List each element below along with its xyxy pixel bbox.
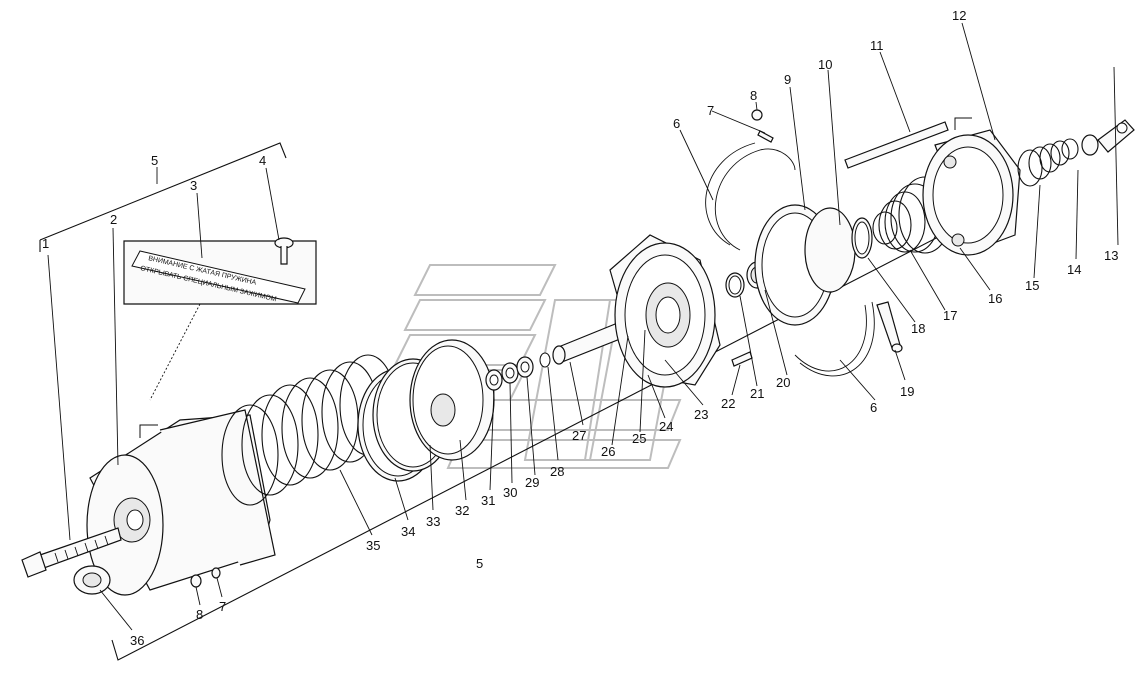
bolt-part-1 bbox=[21, 527, 122, 578]
callout-4: 4 bbox=[259, 153, 266, 168]
callout-15: 15 bbox=[1025, 278, 1039, 293]
callout-25: 25 bbox=[632, 431, 646, 446]
callout-11: 11 bbox=[870, 38, 884, 53]
callout-7-bottom: 7 bbox=[219, 599, 226, 614]
bolt-part-19 bbox=[876, 301, 903, 353]
ring-part-18 bbox=[851, 217, 873, 259]
chamber-cover-part-12 bbox=[922, 117, 1021, 256]
callout-18: 18 bbox=[911, 321, 925, 336]
rivet-part-4 bbox=[274, 237, 294, 265]
warning-plate: ВНИМАНИЕ С ЖАТАЯ ПРУЖИНА ОТКРЫВАТЬ СПЕЦИ… bbox=[123, 240, 317, 401]
nut-part-14 bbox=[1081, 134, 1099, 156]
callout-labels: 1 2 3 4 5 5 6 6 7 7 8 8 9 10 11 12 13 14… bbox=[42, 8, 1118, 648]
callout-5-bottom: 5 bbox=[476, 556, 483, 571]
callout-2: 2 bbox=[110, 212, 117, 227]
clamp-part-6-bottom bbox=[794, 301, 875, 377]
callout-1: 1 bbox=[42, 236, 49, 251]
callout-17: 17 bbox=[943, 308, 957, 323]
callout-12: 12 bbox=[952, 8, 966, 23]
callout-36: 36 bbox=[130, 633, 144, 648]
callout-21: 21 bbox=[750, 386, 764, 401]
callout-16: 16 bbox=[988, 291, 1002, 306]
callout-22: 22 bbox=[721, 396, 735, 411]
callout-26: 26 bbox=[601, 444, 615, 459]
callout-13: 13 bbox=[1104, 248, 1118, 263]
callout-5-top: 5 bbox=[151, 153, 158, 168]
cylinder-body-part-24 bbox=[609, 234, 721, 388]
callout-29: 29 bbox=[525, 475, 539, 490]
callout-28: 28 bbox=[550, 464, 564, 479]
rod-part-27 bbox=[552, 319, 631, 365]
callout-30: 30 bbox=[503, 485, 517, 500]
callout-31: 31 bbox=[481, 493, 495, 508]
nut-part-8-top bbox=[751, 109, 763, 121]
callout-34: 34 bbox=[401, 524, 415, 539]
washer-part-7-bottom bbox=[211, 567, 221, 579]
callout-6-bottom: 6 bbox=[870, 400, 877, 415]
callout-9: 9 bbox=[784, 72, 791, 87]
ring-part-31 bbox=[485, 369, 503, 391]
ring-part-29 bbox=[516, 356, 534, 378]
callout-10: 10 bbox=[818, 57, 832, 72]
stud-part-16 bbox=[943, 155, 965, 247]
nut-part-8-bottom bbox=[190, 574, 202, 588]
assembly-bracket-5-top bbox=[39, 142, 287, 252]
bolt-part-22 bbox=[731, 351, 753, 367]
callout-8-top: 8 bbox=[750, 88, 757, 103]
callout-3: 3 bbox=[190, 178, 197, 193]
ring-part-28 bbox=[539, 352, 551, 368]
callout-19: 19 bbox=[900, 384, 914, 399]
callout-24: 24 bbox=[659, 419, 673, 434]
callout-7-top: 7 bbox=[707, 103, 714, 118]
callout-33: 33 bbox=[426, 514, 440, 529]
clamp-part-6-top bbox=[705, 142, 796, 251]
piston-part-32 bbox=[409, 339, 495, 461]
boot-part-15 bbox=[1017, 138, 1079, 187]
callout-6-top: 6 bbox=[673, 116, 680, 131]
callout-14: 14 bbox=[1067, 262, 1081, 277]
callout-27: 27 bbox=[572, 428, 586, 443]
nut-part-36 bbox=[73, 565, 111, 595]
ring-part-21 bbox=[725, 272, 745, 298]
spring-housing-part-2 bbox=[86, 409, 276, 596]
diaphragm-part-10 bbox=[804, 207, 856, 293]
callout-23: 23 bbox=[694, 407, 708, 422]
callout-20: 20 bbox=[776, 375, 790, 390]
callout-32: 32 bbox=[455, 503, 469, 518]
cotter-part-7-top bbox=[757, 130, 774, 143]
rod-part-11 bbox=[844, 121, 949, 169]
leader-lines bbox=[47, 22, 1119, 631]
callout-8-bottom: 8 bbox=[196, 607, 203, 622]
callout-35: 35 bbox=[366, 538, 380, 553]
washer-part-30 bbox=[501, 362, 519, 384]
